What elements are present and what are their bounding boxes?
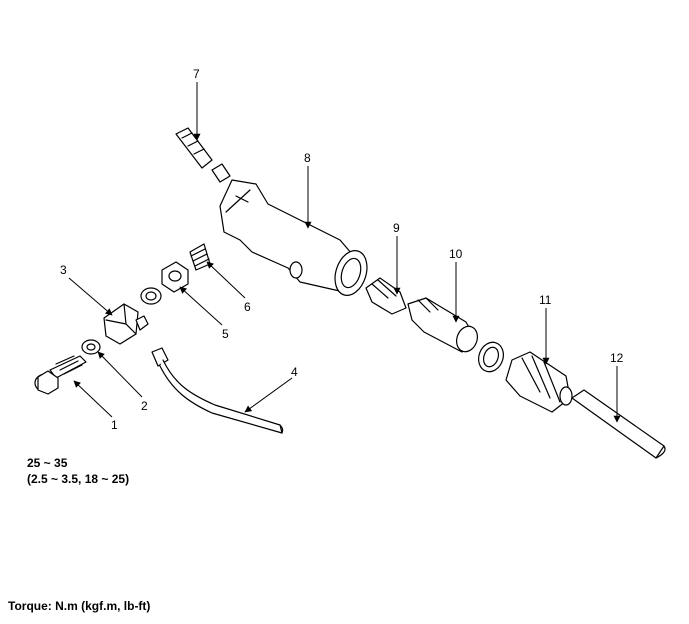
part-8-cylinder-body bbox=[219, 179, 368, 296]
part-9-boot bbox=[365, 277, 407, 315]
part-6-spring bbox=[189, 243, 211, 271]
leader-4 bbox=[244, 377, 293, 413]
callout-11: 11 bbox=[539, 293, 552, 307]
part-5-nut bbox=[161, 261, 189, 293]
part-10-piston bbox=[407, 297, 478, 353]
callout-2: 2 bbox=[141, 399, 148, 413]
leader-lines bbox=[68, 82, 621, 423]
part-7-bleeder-screw bbox=[175, 127, 231, 183]
part-12-push-rod bbox=[571, 389, 666, 459]
leader-3 bbox=[68, 277, 113, 316]
torque-conversion: (2.5 ~ 3.5, 18 ~ 25) bbox=[27, 472, 130, 486]
leader-6 bbox=[206, 261, 246, 299]
leader-1 bbox=[73, 380, 113, 418]
part-3-union-fitting bbox=[103, 303, 149, 345]
torque-value: 25 ~ 35 bbox=[27, 456, 68, 470]
callout-9: 9 bbox=[393, 221, 400, 235]
callout-12: 12 bbox=[610, 351, 624, 365]
callout-1: 1 bbox=[111, 418, 118, 432]
torque-spec: 25 ~ 35 (2.5 ~ 3.5, 18 ~ 25) bbox=[27, 455, 129, 487]
part-1-banjo-bolt bbox=[34, 355, 87, 395]
torque-units-note: Torque: N.m (kgf.m, lb-ft) bbox=[8, 599, 151, 613]
leader-5 bbox=[179, 286, 223, 326]
callout-5: 5 bbox=[222, 327, 229, 341]
callout-7: 7 bbox=[193, 67, 200, 81]
part-11-dust-boot bbox=[505, 351, 573, 413]
callout-3: 3 bbox=[60, 263, 67, 277]
part-4-hose bbox=[151, 347, 284, 434]
leader-2 bbox=[97, 351, 143, 398]
callout-4: 4 bbox=[291, 365, 298, 379]
callout-8: 8 bbox=[304, 151, 311, 165]
callout-6: 6 bbox=[244, 300, 251, 314]
callout-10: 10 bbox=[449, 247, 463, 261]
